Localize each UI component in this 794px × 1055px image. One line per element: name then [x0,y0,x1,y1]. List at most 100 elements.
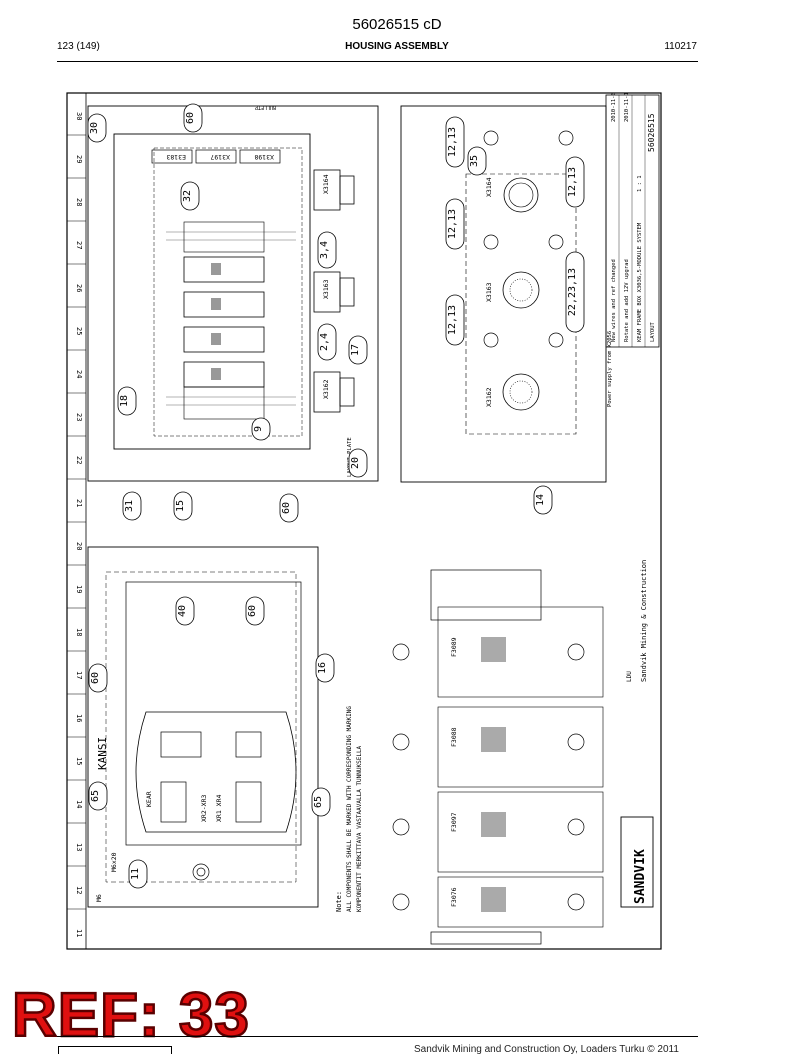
callout: 22,23,13 [567,268,578,316]
drawing-scale: 1 : 1 [637,175,643,192]
fuse-block-top [166,221,296,420]
connector-label: X3197 [210,153,230,161]
sandvik-logo-box: SANDVIK [620,816,654,908]
note-line-2: KOMPONENTIT MERKITTAVA VASTAAVALLA TUNNU… [356,745,363,912]
footer-logo [58,1046,172,1054]
callout: 60 [247,605,258,617]
connector-box [239,149,281,164]
callout: 35 [469,155,480,167]
side-connectors [483,130,574,411]
revision-row: New wires and ref changed [611,259,617,342]
m6x20-label: M6x20 [110,852,118,872]
layout-plate [113,133,311,450]
connector-label: X3163 [485,282,493,302]
bulletp-label: BULLETP [255,104,276,110]
connector-box [195,149,237,164]
cover-outline [87,546,319,908]
connector-label: X3163 [322,279,330,299]
callout: 12,13 [447,209,458,239]
callout: 65 [313,796,324,808]
grid-number: 22 [75,456,83,464]
drawing-date: 2010-11-01 [611,92,617,122]
grid-number: 13 [75,843,83,851]
connector-label: X3162 [485,387,493,407]
grid-number: 18 [75,628,83,636]
grid-number: 23 [75,413,83,421]
footer-copyright: Sandvik Mining and Construction Oy, Load… [414,1044,679,1055]
grid-number: 29 [75,155,83,163]
housing-outline [87,105,379,482]
fuse-label: F3089 [450,637,458,657]
note-title: Note: [335,891,343,912]
callout: 60 [90,672,101,684]
fuse-label: F3088 [450,727,458,747]
layout-plate-inner [153,147,303,437]
callout: 65 [90,790,101,802]
grid-number: 21 [75,499,83,507]
xr-label: XR2-XR3 [200,795,208,822]
grid-number: 26 [75,284,83,292]
drawing-svg: 30 29 28 27 26 25 24 23 22 21 20 19 18 1… [66,89,662,950]
sandvik-logo: SANDVIK [633,849,648,904]
grid-number: 25 [75,327,83,335]
callout: 15 [175,500,186,512]
cover-connectors [160,731,262,881]
connector-label: X3198 [254,153,274,161]
connector-box [151,149,193,164]
connector-label: E3183 [166,153,186,161]
company-name: Sandvik Mining & Construction [640,560,648,682]
callout: 2,4 [319,333,330,351]
header-rule [57,61,698,62]
drawing-number: 56026515 [647,113,656,152]
callout: 18 [119,395,130,407]
connector-label: X3164 [322,174,330,194]
kansi-label: KANSI [96,737,109,770]
drawing-subtitle: LAYOUT [650,321,656,342]
callout: 16 [317,662,328,674]
cover-inner [105,571,297,883]
drawing-inner-frame [85,92,662,950]
fuse-schematic [392,569,604,945]
callout: 30 [89,122,100,134]
page-date: 110217 [664,41,697,52]
grid-number: 15 [75,757,83,765]
ref-stamp: REF: 33 [11,981,250,1050]
connector-label: X3162 [322,379,330,399]
drawing-frame [66,92,662,950]
connector-label: X3164 [485,177,493,197]
housing-side-inner [465,173,577,435]
callout: 12,13 [447,127,458,157]
grid-number: 19 [75,585,83,593]
grid-number: 30 [75,112,83,120]
top-connector-row: E3183 X3197 X3198 [151,149,281,164]
note-line-1: ALL COMPONENTS SHALL BE MARKED WITH CORR… [346,706,353,912]
grid-number: 27 [75,241,83,249]
callout: 60 [185,112,196,124]
callout: 40 [177,605,188,617]
title-block [605,94,660,348]
m6-label: M6 [95,894,103,902]
callouts: 30 60 32 18 3,4 2,4 17 9 20 31 15 60 12,… [87,103,585,889]
fuse-label: F3097 [450,812,458,832]
callout: 9 [253,426,264,432]
round-connectors [313,169,355,413]
grid-ticks [67,134,86,910]
callout: 14 [535,494,546,506]
callout: 12,13 [447,305,458,335]
connector-board [135,711,297,833]
page-number: 123 (149) [57,41,100,52]
xr-label: XR1 XR4 [215,795,223,822]
grid-number: 20 [75,542,83,550]
callout: 17 [350,344,361,356]
kear-label: KEAR [145,791,153,807]
drawing-date: 2010-11-16 [624,92,630,122]
document-id: 56026515 cD [352,16,442,33]
grid-number: 11 [75,929,83,937]
ldu-label: LDU [626,671,633,682]
fuse-label: F3076 [450,887,458,907]
callout: 60 [281,502,292,514]
grid-number: 28 [75,198,83,206]
callout: 11 [130,868,141,880]
callout: 32 [182,190,193,202]
revision-row: Rotate and add 12V upgrad [624,259,630,342]
